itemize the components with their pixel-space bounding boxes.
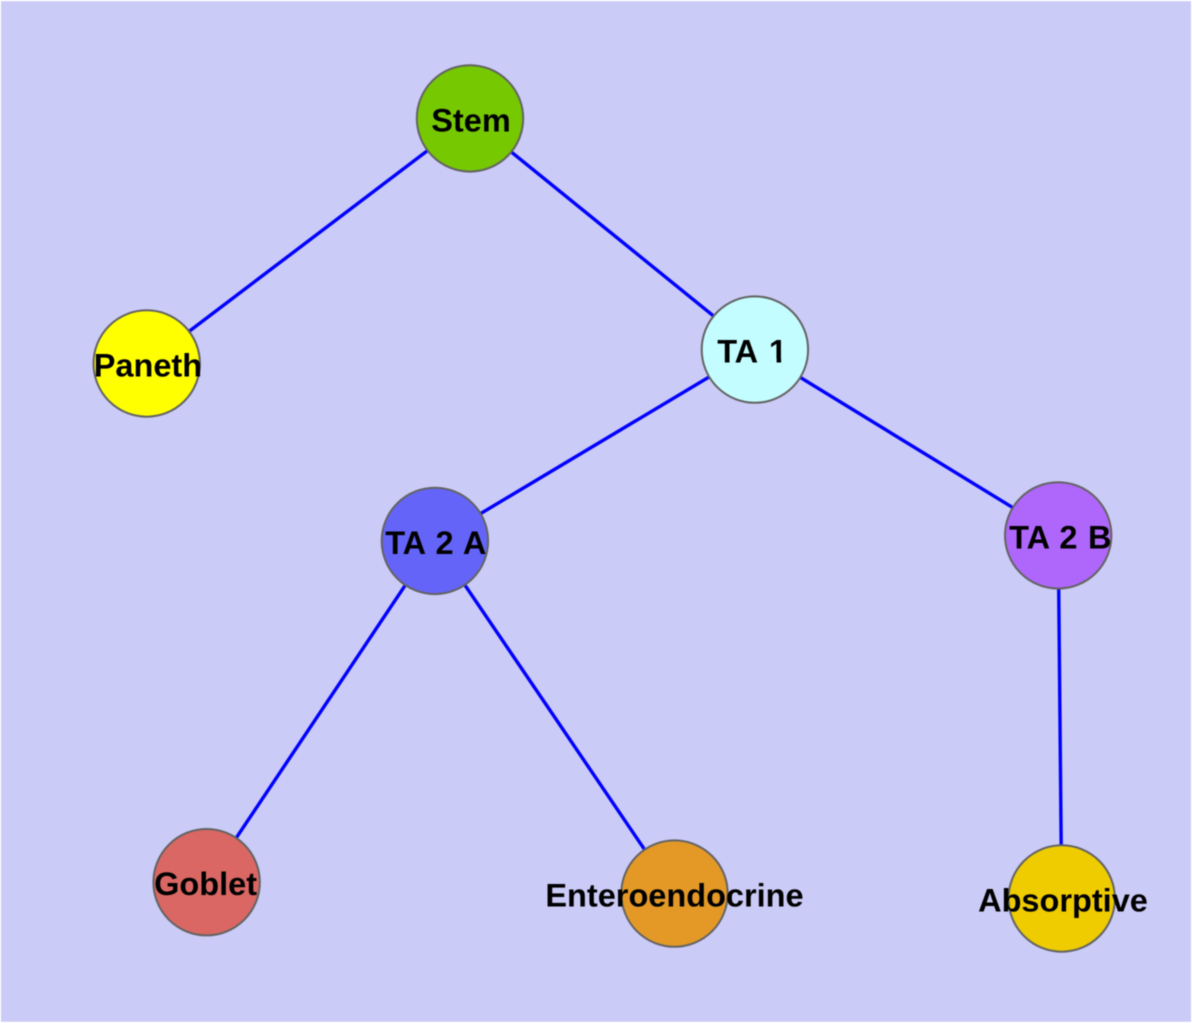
svg-text:Paneth: Paneth bbox=[94, 348, 202, 384]
svg-text:TA 2 B: TA 2 B bbox=[1009, 519, 1111, 555]
svg-text:TA 2 A: TA 2 A bbox=[385, 525, 486, 561]
svg-text:Goblet: Goblet bbox=[154, 866, 257, 902]
svg-text:Stem: Stem bbox=[431, 102, 510, 138]
svg-text:Absorptive: Absorptive bbox=[978, 883, 1148, 919]
svg-text:Enteroendocrine: Enteroendocrine bbox=[545, 878, 803, 914]
